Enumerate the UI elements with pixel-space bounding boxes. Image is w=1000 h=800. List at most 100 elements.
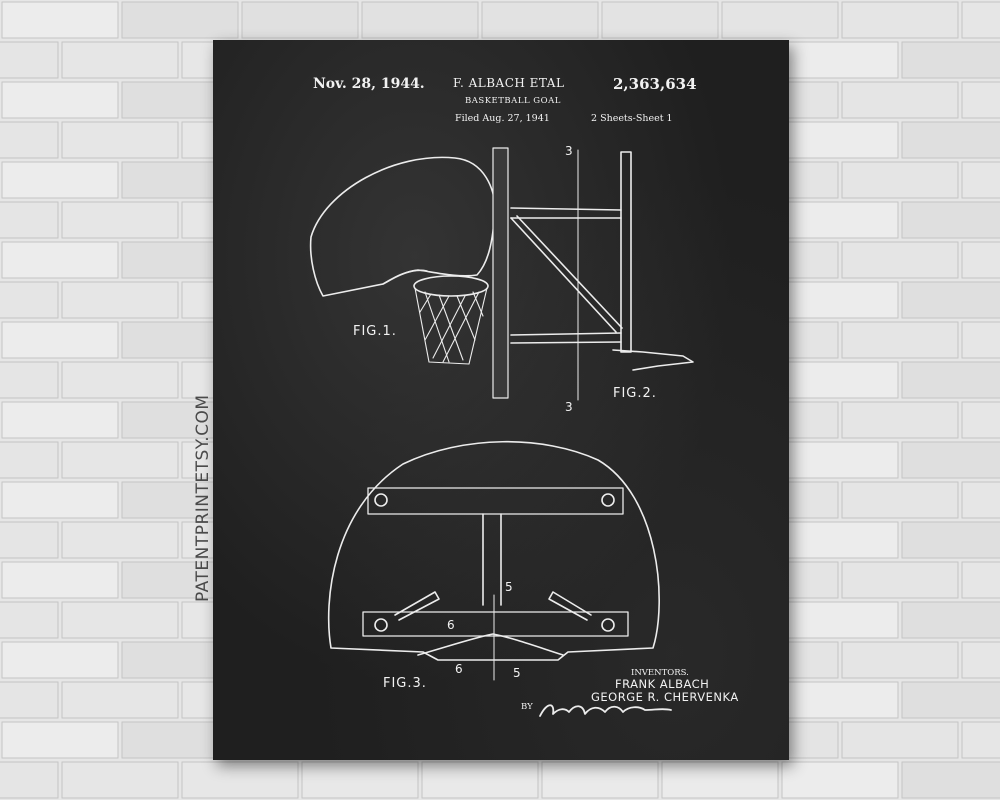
brick <box>1 721 119 759</box>
brick <box>961 641 1000 679</box>
brick <box>61 361 179 399</box>
brick <box>781 761 899 799</box>
brick <box>901 681 1000 719</box>
fig3-center-post <box>482 513 502 606</box>
fig1-net <box>414 287 488 365</box>
brick <box>961 321 1000 359</box>
fig1-rim <box>413 275 489 297</box>
fig3-goal-mount <box>417 633 564 656</box>
brick <box>0 681 59 719</box>
fig3-bolt-lower-right <box>601 618 615 632</box>
brick <box>61 761 179 799</box>
brick <box>841 81 959 119</box>
fig2-upper-arm <box>510 207 622 219</box>
brick <box>61 521 179 559</box>
fig2-backboard-edge <box>620 151 632 353</box>
fig3-bolt-upper-right <box>601 493 615 507</box>
brick <box>781 41 899 79</box>
patent-date: Nov. 28, 1944. <box>313 76 425 92</box>
fig3-bolt-upper-left <box>374 493 388 507</box>
fig1-label: FIG.1. <box>353 324 397 339</box>
fig2-wall <box>492 147 509 399</box>
brick <box>61 601 179 639</box>
brick <box>661 761 779 799</box>
inventor-name-1: FRANK ALBACH <box>615 677 710 691</box>
brick <box>1 321 119 359</box>
brick <box>1 401 119 439</box>
section-marker-3-bottom: 3 <box>565 400 573 414</box>
brick <box>901 41 1000 79</box>
brick <box>961 401 1000 439</box>
section-marker-6-top: 6 <box>447 618 455 632</box>
brick <box>1 1 119 39</box>
brick <box>0 521 59 559</box>
brick <box>0 41 59 79</box>
fig3-brace-right <box>548 591 592 621</box>
section-marker-5-bottom: 5 <box>513 666 521 680</box>
brick <box>61 441 179 479</box>
brick <box>781 521 899 559</box>
brick <box>421 761 539 799</box>
brick <box>1 561 119 599</box>
brick <box>121 1 239 39</box>
brick <box>961 1 1000 39</box>
brick <box>361 1 479 39</box>
brick <box>781 601 899 639</box>
patent-inventors: F. ALBACH ETAL <box>453 76 565 90</box>
section-marker-6-bottom: 6 <box>455 662 463 676</box>
signature <box>539 704 672 717</box>
brick <box>781 281 899 319</box>
brick <box>0 361 59 399</box>
brick <box>961 161 1000 199</box>
brick <box>721 1 839 39</box>
fig3-bolt-lower-left <box>374 618 388 632</box>
brick <box>841 721 959 759</box>
brick <box>1 481 119 519</box>
fig3-upper-bar <box>367 487 624 515</box>
fig2-lower-arm <box>510 332 622 344</box>
brick <box>601 1 719 39</box>
brick <box>61 121 179 159</box>
fig1-backboard <box>309 156 496 297</box>
brick <box>841 641 959 679</box>
fig3-brace-left <box>394 591 440 621</box>
brick <box>901 201 1000 239</box>
fig1-bracket <box>382 269 428 285</box>
brick <box>0 121 59 159</box>
brick <box>841 241 959 279</box>
brick <box>1 241 119 279</box>
brick <box>0 761 59 799</box>
brick <box>241 1 359 39</box>
brick <box>541 761 659 799</box>
brick <box>181 761 299 799</box>
brick <box>1 81 119 119</box>
fig3-lower-bar <box>362 611 629 637</box>
brick <box>901 361 1000 399</box>
brick <box>961 561 1000 599</box>
brick <box>1 641 119 679</box>
brick <box>301 761 419 799</box>
brick <box>901 761 1000 799</box>
by-label: BY <box>521 702 533 712</box>
inventors-heading: INVENTORS. <box>631 668 689 678</box>
brick <box>61 681 179 719</box>
watermark-text: PATENTPRINTETSY.COM <box>193 394 213 602</box>
brick <box>961 481 1000 519</box>
brick <box>841 161 959 199</box>
brick <box>961 721 1000 759</box>
brick <box>961 81 1000 119</box>
section-marker-3-top: 3 <box>565 144 573 158</box>
sheet-info: 2 Sheets-Sheet 1 <box>591 113 673 124</box>
patent-number: 2,363,634 <box>613 75 697 93</box>
brick <box>901 281 1000 319</box>
brick <box>781 441 899 479</box>
brick <box>781 361 899 399</box>
fig2-diagonal-brace <box>510 215 623 333</box>
brick <box>0 281 59 319</box>
filed-date: Filed Aug. 27, 1941 <box>455 113 550 124</box>
brick <box>841 481 959 519</box>
brick <box>841 401 959 439</box>
brick <box>61 41 179 79</box>
patent-drawing <box>309 147 694 717</box>
brick <box>781 201 899 239</box>
